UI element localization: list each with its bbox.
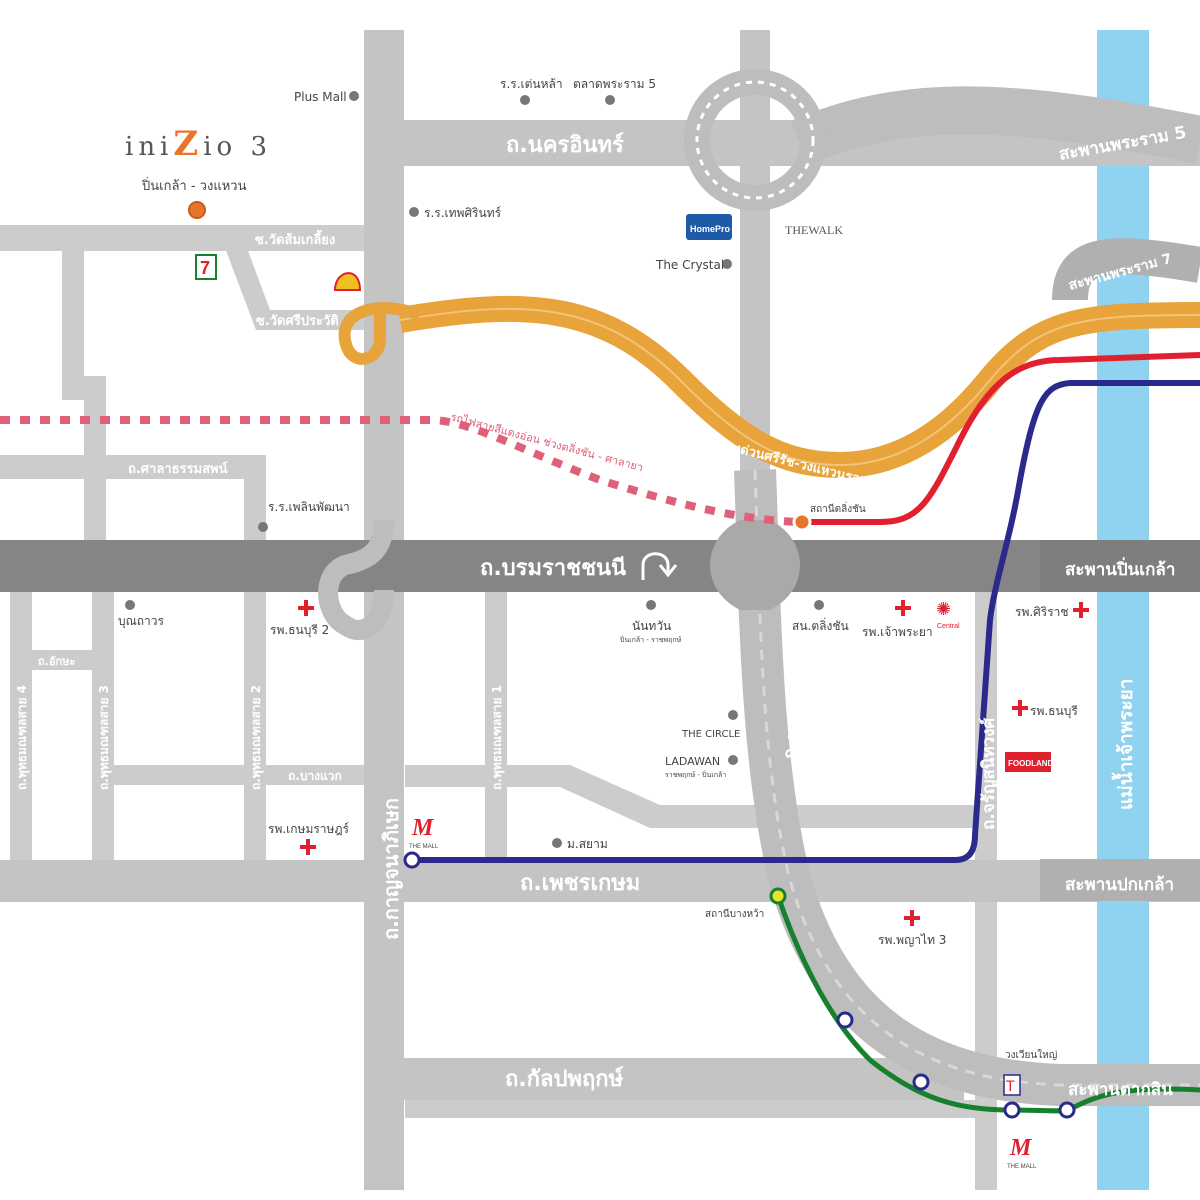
nakhon-in-interchange: [684, 69, 826, 211]
road-label-phut2: ถ.พุทธมณฑลสาย 2: [249, 685, 264, 790]
central-logo: ✺ Central: [936, 599, 960, 630]
svg-text:HomePro: HomePro: [690, 224, 731, 234]
pink-line: [0, 416, 801, 526]
minor-roads: [0, 225, 997, 1190]
project-location-icon[interactable]: [188, 201, 206, 219]
road-label-phet: ถ.เพชรเกษม: [520, 871, 640, 896]
place-ladawan: LADAWAN: [665, 755, 720, 768]
hospital-icons: [298, 600, 1089, 926]
seven-eleven-logo: 7: [195, 254, 217, 280]
svg-text:THE MALL: THE MALL: [409, 844, 439, 850]
place-dots: [125, 91, 824, 848]
green-station-marker[interactable]: [912, 1073, 930, 1091]
svg-text:7: 7: [200, 258, 210, 278]
wongwian-yai-station-marker[interactable]: [1003, 1101, 1021, 1119]
bridge-label-pinklao: สะพานปิ่นเกล้า: [1065, 557, 1175, 580]
road-label-nakhon-in: ถ.นครอินทร์: [506, 132, 624, 158]
road-label-bang-waek: ถ.บางแวก: [288, 769, 342, 783]
place-ladawan-sub: ราชพฤกษ์ - ปิ่นเกล้า: [665, 770, 726, 779]
svg-text:T: T: [1005, 1079, 1015, 1095]
road-label-wat-som: ซ.วัดส้มเกลี้ยง: [255, 229, 335, 248]
place-nantawan: นันทวัน: [632, 619, 671, 633]
red-line: [802, 352, 1200, 525]
svg-text:M: M: [411, 815, 435, 841]
shell-icon: [333, 272, 362, 291]
taling-chan-station-marker[interactable]: [792, 512, 812, 532]
the-mall-logo-1: M THE MALL: [409, 815, 439, 850]
green-station-marker[interactable]: [836, 1011, 854, 1029]
place-hosp-kasem: รพ.เกษมราษฎร์: [268, 822, 350, 836]
station-label-wongwian-yai: วงเวียนใหญ่: [1005, 1049, 1057, 1061]
place-school-thepsirin: ร.ร.เทพศิรินทร์: [424, 206, 502, 220]
place-taling-office: สน.ตลิ่งชัน: [792, 617, 849, 633]
place-plus-mall: Plus Mall: [294, 90, 347, 104]
rama7-bridge-ramp: [1052, 238, 1200, 301]
place-bunthavorn: บุณถาวร: [118, 614, 164, 629]
project-brand: iniZio 3 ปิ่นเกล้า - วงแหวน: [125, 124, 272, 219]
bridge-label-pakklao: สะพานปกเกล้า: [1065, 875, 1174, 895]
blue-line: [412, 380, 1200, 863]
road-label-sala: ถ.ศาลาธรรมสพน์: [128, 461, 228, 477]
svg-text:FOODLAND: FOODLAND: [1008, 759, 1054, 768]
homepro-logo: HomePro: [686, 214, 732, 240]
place-hosp-chaophraya: รพ.เจ้าพระยา: [862, 625, 933, 639]
svg-text:iniZio 3: iniZio 3: [125, 124, 272, 164]
svg-text:Central: Central: [937, 623, 960, 630]
road-label-phut3: ถ.พุทธมณฑลสาย 3: [97, 685, 112, 790]
road-label-phut4: ถ.พุทธมณฑลสาย 4: [15, 685, 30, 790]
road-label-charan: ถ.จรัญสนิทวงศ์: [978, 717, 999, 830]
wongwian-yai-icon: T: [1003, 1074, 1021, 1096]
the-mall-logo-2: M THE MALL: [1007, 1135, 1037, 1170]
road-label-borom: ถ.บรมราชชนนี: [480, 556, 626, 581]
svg-text:THE MALL: THE MALL: [1007, 1164, 1037, 1170]
road-label-aksa: ถ.อักษะ: [38, 655, 75, 668]
brand-subtitle: ปิ่นเกล้า - วงแหวน: [141, 177, 247, 194]
place-hosp-siriraj: รพ.ศิริราช: [1015, 605, 1069, 619]
station-label-taling-chan: สถานีตลิ่งชัน: [810, 501, 866, 515]
place-siam-uni: ม.สยาม: [567, 837, 608, 851]
river-label: แม่น้ำเจ้าพระยา: [1111, 679, 1137, 810]
brand-z: Z: [173, 124, 203, 164]
blue-terminal-marker[interactable]: [403, 851, 421, 869]
place-crystal: The Crystal: [655, 258, 724, 272]
road-label-kanchana: ถ.กาญจนาภิเษก: [379, 798, 403, 940]
chao-phraya-river: [1097, 30, 1149, 1190]
station-label-bang-wa: สถานีบางหว้า: [705, 908, 764, 920]
green-station-marker[interactable]: [1058, 1101, 1076, 1119]
rama5-bridge-ramp: [790, 86, 1200, 166]
kanchana-loop: [318, 519, 394, 640]
road-label-phut1: ถ.พุทธมณฑลสาย 1: [490, 685, 505, 790]
place-hosp-phyathai: รพ.พญาไท 3: [878, 933, 946, 947]
place-school-tenla: ร.ร.เต่นหล้า: [500, 77, 563, 91]
expressway-ramp: [338, 302, 423, 365]
place-hosp-thon2: รพ.ธนบุรี 2: [270, 623, 329, 638]
thewalk-logo: THEWALK: [785, 223, 843, 237]
place-circle: THE CIRCLE: [681, 729, 740, 740]
place-hosp-thonburi: รพ.ธนบุรี: [1030, 704, 1078, 719]
road-label-wat-sri: ซ.วัดศรีประวัติ: [256, 313, 339, 329]
u-turn-icon: [641, 552, 678, 580]
place-nantawan-sub: ปิ่นเกล้า - ราชพฤกษ์: [620, 635, 682, 644]
bang-wa-station-marker[interactable]: [769, 887, 787, 905]
road-label-kanlapa: ถ.กัลปพฤกษ์: [505, 1066, 624, 1092]
foodland-logo: FOODLAND: [1005, 752, 1054, 772]
borom-ratcha-interchange: [710, 520, 800, 610]
svg-text:M: M: [1009, 1135, 1033, 1161]
place-school-phlen: ร.ร.เพลินพัฒนา: [268, 500, 350, 514]
svg-text:✺: ✺: [936, 599, 951, 620]
bridge-label-taksin: สะพานตากสิน: [1068, 1080, 1173, 1100]
green-line: [775, 895, 1200, 1114]
place-market-rama5: ตลาดพระราม 5: [573, 77, 656, 91]
pink-line-label: รถไฟสายสีแดงอ่อน ช่วงตลิ่งชัน - ศาลายา: [449, 408, 645, 474]
